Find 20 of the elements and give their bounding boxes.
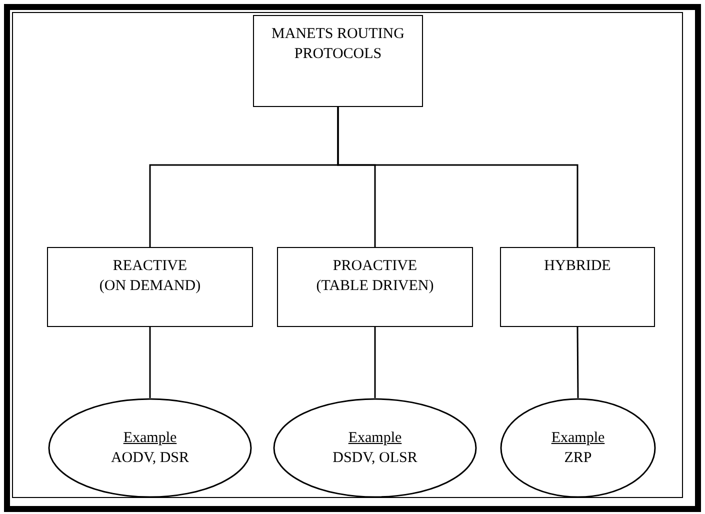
node-label: (TABLE DRIVEN) — [315, 277, 435, 296]
node-label: (ON DEMAND) — [98, 277, 202, 296]
node-label: REACTIVE — [112, 257, 188, 276]
process-box — [253, 15, 423, 107]
node-label: HYBRIDE — [543, 257, 612, 276]
example-heading: Example — [123, 428, 177, 448]
node-label: PROACTIVE — [332, 257, 418, 276]
process-box — [47, 247, 253, 327]
process-box — [500, 247, 655, 327]
node-label: MANETS ROUTING PROTOCOLS — [270, 25, 406, 64]
example-heading: Example — [551, 428, 605, 448]
process-box — [277, 247, 473, 327]
node-label: DSDV, OLSR — [332, 449, 418, 468]
node-label: ZRP — [564, 449, 592, 468]
connector-line — [576, 327, 579, 398]
connector-line — [337, 107, 578, 247]
connector-line — [374, 327, 376, 398]
node-label: AODV, DSR — [110, 449, 190, 468]
connector-line — [149, 327, 151, 398]
example-heading: Example — [348, 428, 402, 448]
